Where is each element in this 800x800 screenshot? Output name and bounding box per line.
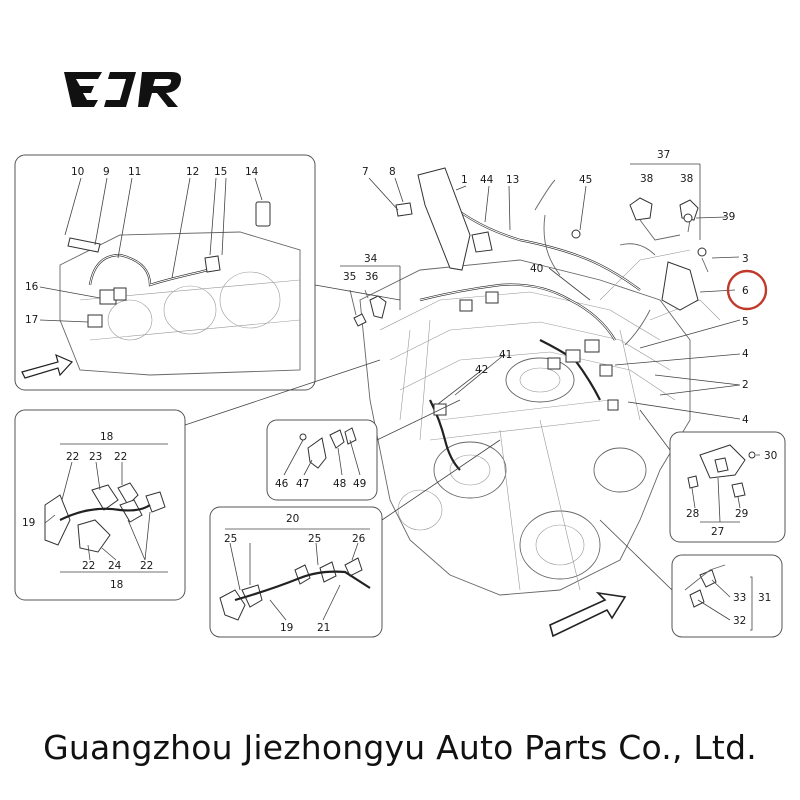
callout-19b: 19: [280, 622, 293, 634]
callout-18-top: 18: [100, 431, 113, 443]
callout-11: 11: [128, 166, 141, 178]
callout-41: 41: [499, 349, 512, 361]
callout-31: 31: [758, 592, 771, 604]
callout-17: 17: [25, 314, 38, 326]
company-name: Guangzhou Jiezhongyu Auto Parts Co., Ltd…: [43, 728, 757, 767]
callout-20: 20: [286, 513, 299, 525]
callout-8: 8: [389, 166, 396, 178]
callout-32: 32: [733, 615, 746, 627]
callout-12: 12: [186, 166, 199, 178]
callout-22b: 22: [114, 451, 127, 463]
callout-16: 16: [25, 281, 39, 293]
callout-5: 5: [742, 316, 749, 328]
callout-22a: 22: [66, 451, 79, 463]
callout-34: 34: [364, 253, 378, 265]
ejr-logo: [64, 72, 181, 107]
callout-14: 14: [245, 166, 259, 178]
engine-drawing: [349, 167, 741, 638]
callout-7: 7: [362, 166, 369, 178]
callout-47: 47: [296, 478, 309, 490]
callout-25b: 25: [308, 533, 321, 545]
panel-20: [209, 506, 383, 638]
callout-15: 15: [214, 166, 227, 178]
callout-39: 39: [722, 211, 735, 223]
callout-36: 36: [365, 271, 379, 283]
callout-24: 24: [108, 560, 122, 572]
callout-40: 40: [530, 263, 543, 275]
callout-44: 44: [480, 174, 494, 186]
panel-27-30: [669, 431, 786, 543]
callout-35: 35: [343, 271, 356, 283]
callout-1: 1: [461, 174, 468, 186]
callout-21: 21: [317, 622, 330, 634]
callout-30: 30: [764, 450, 777, 462]
callout-46: 46: [275, 478, 289, 490]
callout-13: 13: [506, 174, 519, 186]
callout-10: 10: [71, 166, 84, 178]
callout-3: 3: [742, 253, 749, 265]
panel-31-33: [671, 554, 783, 638]
callout-29: 29: [735, 508, 748, 520]
callout-4b: 4: [742, 414, 749, 426]
callout-4a: 4: [742, 348, 749, 360]
callout-42: 42: [475, 364, 488, 376]
callout-27: 27: [711, 526, 724, 538]
panel-46-49: [266, 419, 378, 501]
callout-6: 6: [742, 285, 749, 297]
callout-9: 9: [103, 166, 110, 178]
callout-37: 37: [657, 149, 670, 161]
highlight-circle: [726, 269, 768, 311]
panel-18: [14, 409, 186, 601]
callout-26: 26: [352, 533, 366, 545]
callout-23: 23: [89, 451, 102, 463]
callout-38b: 38: [680, 173, 693, 185]
callout-22c: 22: [82, 560, 95, 572]
callout-2: 2: [742, 379, 749, 391]
callout-22d: 22: [140, 560, 153, 572]
callout-45: 45: [579, 174, 592, 186]
panel-cylinder-head-harness: [14, 154, 316, 391]
callout-48: 48: [333, 478, 346, 490]
callout-38a: 38: [640, 173, 653, 185]
callout-25a: 25: [224, 533, 237, 545]
callout-19a: 19: [22, 517, 35, 529]
callout-33: 33: [733, 592, 746, 604]
callout-18-bottom: 18: [110, 579, 123, 591]
callout-49: 49: [353, 478, 366, 490]
callout-28: 28: [686, 508, 699, 520]
callout-labels: 10 9 11 12 15 14 16 17 7 8 1 44 13 45 37…: [22, 149, 777, 634]
